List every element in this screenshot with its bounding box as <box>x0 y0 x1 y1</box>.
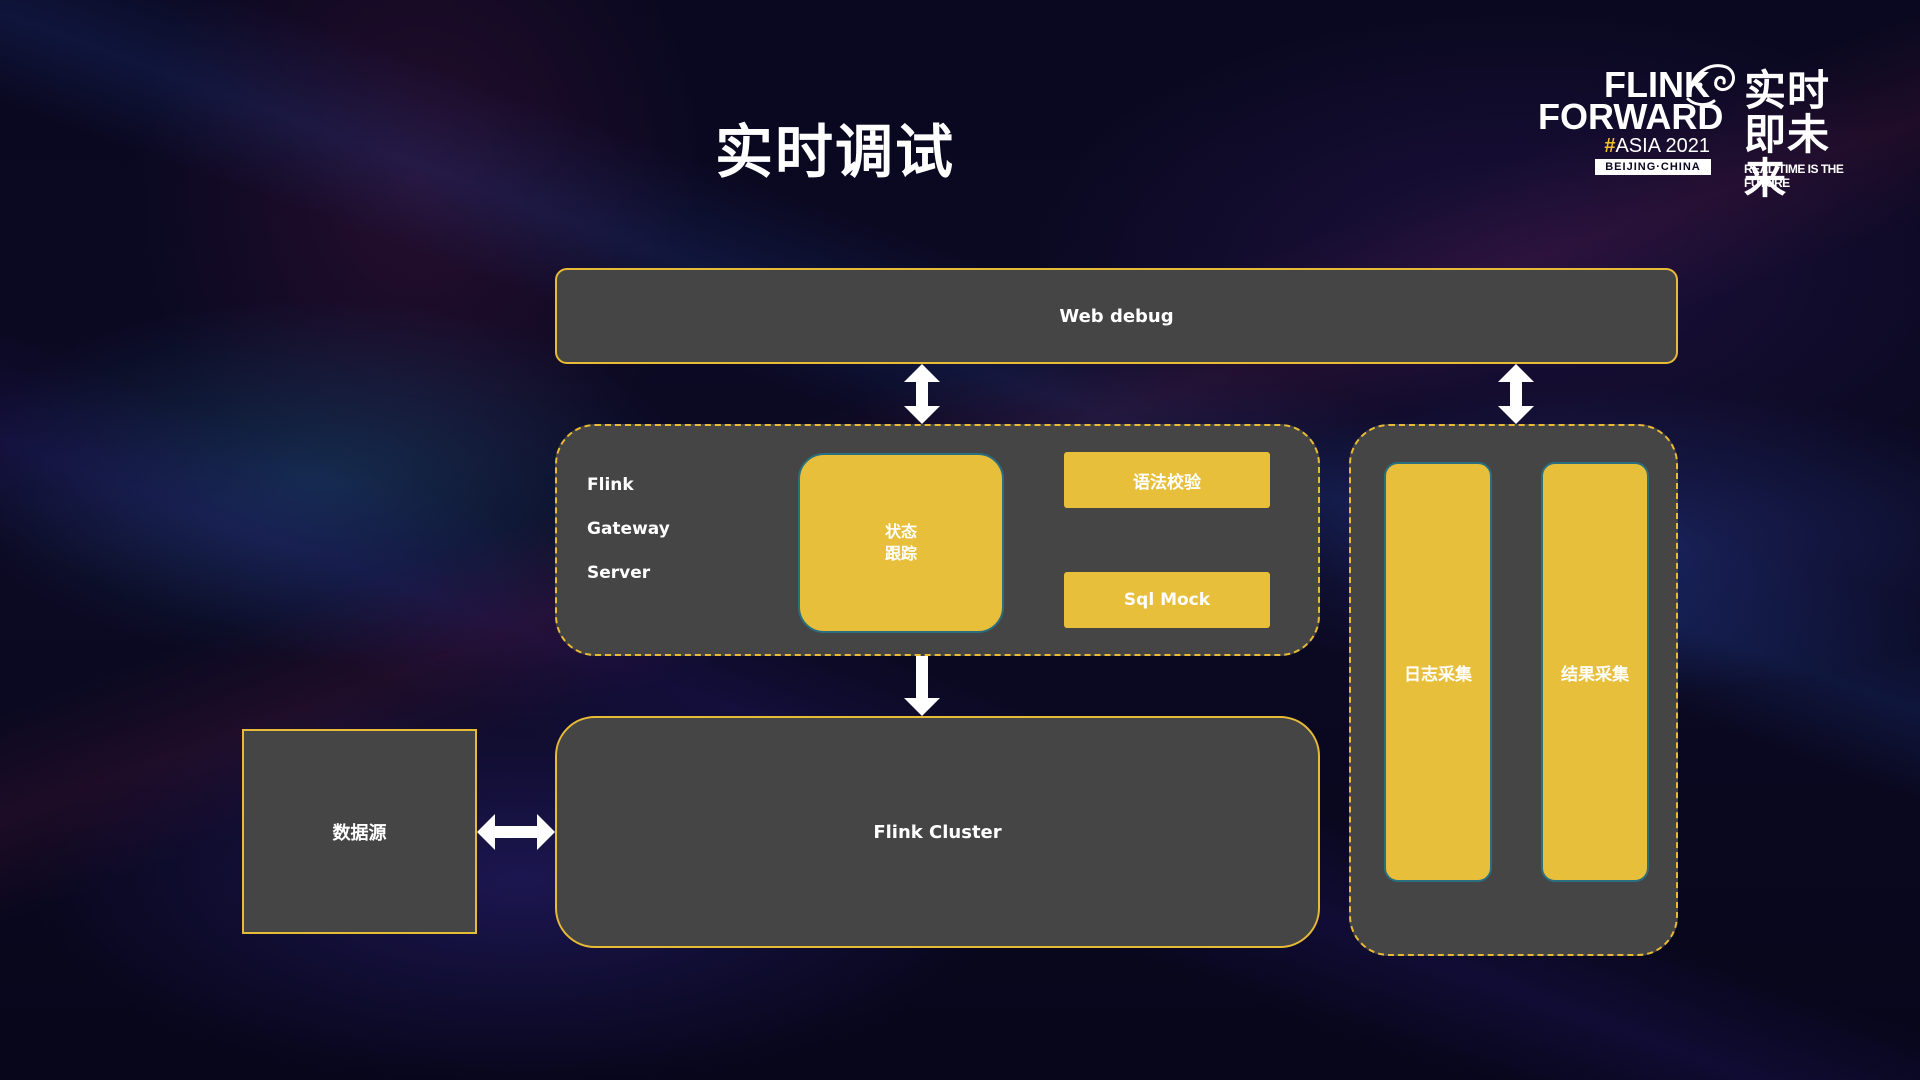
logo-chinese-slogan: 实时 即未来 <box>1744 69 1870 201</box>
logo-asia: #ASIA 2021 <box>1568 135 1710 158</box>
data-source-box: 数据源 <box>242 729 477 934</box>
sql-mock-label: Sql Mock <box>1123 590 1211 610</box>
logo-tagline: REAL-TIME IS THE FUTURE <box>1744 162 1844 190</box>
result-collect-label: 结果采集 <box>1561 664 1629 685</box>
logo-zh-line1: 实时 <box>1744 66 1831 115</box>
arrow-datasource-cluster-icon <box>477 814 555 850</box>
web-debug-box: Web debug <box>555 268 1678 364</box>
flink-forward-logo: FLINK FORWARD #ASIA 2021 BEIJING·CHINA 实… <box>1530 55 1870 201</box>
slide-title: 实时调试 <box>714 118 955 186</box>
result-collect-box: 结果采集 <box>1541 462 1649 882</box>
log-collect-label: 日志采集 <box>1404 664 1472 685</box>
flink-cluster-label: Flink Cluster <box>873 821 1002 843</box>
arrow-gateway-cluster-icon <box>904 656 940 716</box>
log-collect-box: 日志采集 <box>1384 462 1492 882</box>
gateway-label-line3: Server <box>587 563 651 583</box>
state-tracking-line1: 状态 <box>884 522 917 541</box>
gateway-label-line1: Flink <box>587 475 634 495</box>
flink-cluster-box: Flink Cluster <box>555 716 1320 948</box>
data-source-label: 数据源 <box>332 822 387 844</box>
web-debug-label: Web debug <box>1059 305 1174 327</box>
arrow-web-collect-icon <box>1498 364 1534 424</box>
logo-hash: # <box>1604 135 1616 157</box>
arrow-web-gateway-icon <box>904 364 940 424</box>
flink-gateway-server-label: Flink Gateway Server <box>587 452 670 606</box>
state-tracking-box: 状态 跟踪 <box>798 453 1004 633</box>
logo-city-badge: BEIJING·CHINA <box>1595 159 1711 175</box>
logo-asia-year: ASIA 2021 <box>1615 135 1710 157</box>
syntax-check-box: 语法校验 <box>1064 452 1270 508</box>
sql-mock-box: Sql Mock <box>1064 572 1270 628</box>
logo-zh-line2: 即未来 <box>1744 110 1831 203</box>
logo-line-forward: FORWARD <box>1538 96 1724 137</box>
syntax-check-label: 语法校验 <box>1133 472 1201 493</box>
state-tracking-line2: 跟踪 <box>884 544 917 563</box>
gateway-label-line2: Gateway <box>587 519 670 539</box>
squirrel-icon <box>1686 64 1735 107</box>
